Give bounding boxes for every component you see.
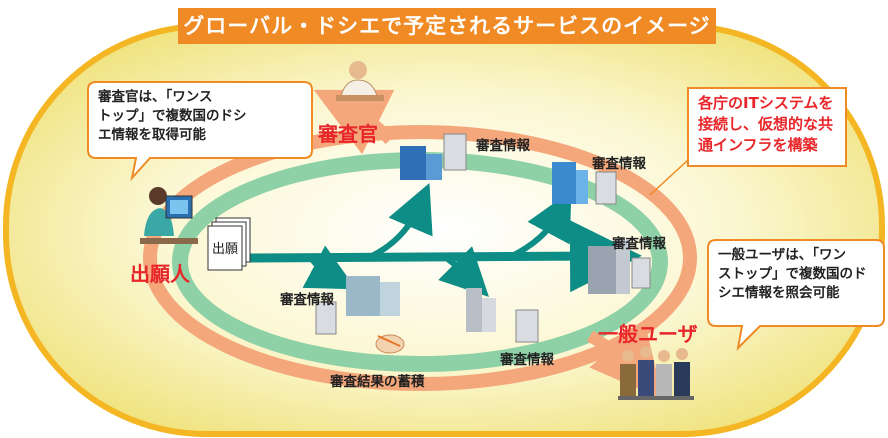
main-flow-arrow bbox=[243, 220, 642, 293]
infrastructure-note-line-2: 接続し、仮想的な共 bbox=[698, 115, 834, 133]
examiner-note-line-3: エ情報を取得可能 bbox=[98, 127, 206, 143]
accumulation-label: 審査結果の蓄積 bbox=[330, 374, 425, 390]
applicant-computer-icon bbox=[140, 187, 198, 244]
user-note-bubble bbox=[707, 239, 885, 351]
exam-info-label-1: 審査情報 bbox=[476, 138, 530, 154]
general-user-role-label: 一般ユーザ bbox=[598, 322, 698, 346]
infrastructure-note-line-1: 各庁のITシステムを bbox=[698, 94, 834, 112]
exam-info-label-2: 審査情報 bbox=[592, 156, 646, 172]
examiner-note: 審査官は、「ワンス トップ」で複数国のドシ エ情報を取得可能 bbox=[98, 88, 247, 145]
user-group-icon bbox=[618, 346, 694, 400]
examiner-note-line-1: 審査官は、「ワンス bbox=[98, 89, 213, 105]
branch-arrow-1 bbox=[368, 182, 433, 260]
branch-arrow-2 bbox=[508, 190, 572, 260]
infrastructure-pointer bbox=[649, 159, 689, 196]
pen-hand-icon bbox=[375, 334, 405, 354]
general-user-note: 一般ユーザは、「ワン ストップ」で複数国のド シエ情報を照会可能 bbox=[718, 246, 867, 303]
general-user-note-line-3: シエ情報を照会可能 bbox=[718, 285, 840, 301]
general-user-note-line-1: 一般ユーザは、「ワン bbox=[718, 247, 846, 263]
exam-info-label-5: 審査情報 bbox=[500, 352, 554, 368]
examiner-person-icon bbox=[336, 61, 384, 101]
branch-arrow-4 bbox=[438, 246, 489, 297]
server-icon bbox=[315, 133, 651, 343]
examiner-note-line-2: トップ」で複数国のドシ bbox=[98, 108, 247, 124]
infrastructure-note: 各庁のITシステムを 接続し、仮想的な共 通インフラを構築 bbox=[698, 93, 833, 156]
arrow-to-examiner bbox=[313, 89, 395, 155]
applicant-role-label: 出願人 bbox=[130, 262, 190, 286]
general-user-note-line-2: ストップ」で複数国のド bbox=[718, 266, 867, 282]
application-document-icon bbox=[207, 217, 251, 271]
branch-arrow-3 bbox=[302, 245, 357, 290]
examiner-note-bubble bbox=[87, 81, 313, 182]
diagram-title: グローバル・ドシエで予定されるサービスのイメージ bbox=[178, 8, 716, 44]
infrastructure-box bbox=[687, 87, 847, 167]
orange-ring bbox=[143, 125, 697, 391]
exam-info-label-3: 審査情報 bbox=[612, 236, 666, 252]
infrastructure-note-line-3: 通インフラを構築 bbox=[698, 136, 818, 154]
application-document-label: 出願 bbox=[212, 242, 239, 257]
exam-info-label-4: 審査情報 bbox=[280, 292, 334, 308]
examiner-role-label: 審査官 bbox=[318, 122, 378, 146]
office-building-icon bbox=[346, 146, 630, 332]
